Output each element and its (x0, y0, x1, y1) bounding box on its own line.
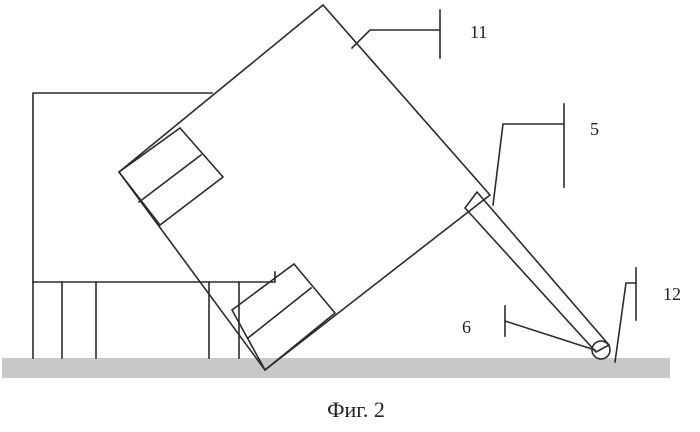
support-strut (465, 192, 609, 352)
label-6: 6 (462, 317, 471, 337)
leader-line-5 (493, 104, 564, 205)
label-11: 11 (470, 22, 487, 42)
label-12: 12 (663, 284, 681, 304)
lower-hinge-block (232, 264, 335, 370)
leader-line-12 (615, 268, 636, 362)
leader-line-11 (352, 10, 440, 58)
figure-caption: Фиг. 2 (327, 397, 385, 422)
tilted-box (119, 5, 490, 370)
base-cabinet (33, 93, 275, 358)
upper-hinge-block (119, 128, 223, 225)
ground-surface (2, 358, 670, 378)
label-5: 5 (590, 119, 599, 139)
